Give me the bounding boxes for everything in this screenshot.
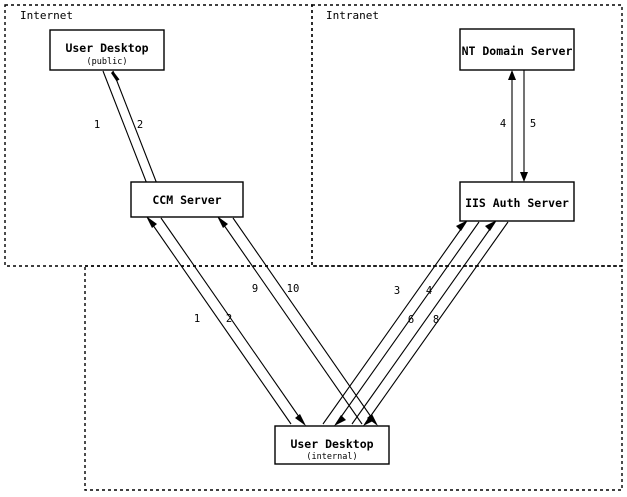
node-user-public-box[interactable] — [49, 29, 165, 71]
arrow-head-step-3 — [456, 220, 468, 231]
node-nt-domain-server-box[interactable] — [459, 28, 575, 71]
zone-label-internet: Internet — [20, 9, 73, 22]
step-label-5: 6 — [408, 314, 414, 326]
node-user-internal[interactable]: User Desktop (internal) — [274, 425, 390, 465]
zone-intranet-border — [311, 4, 623, 267]
flow-line-step-8 — [364, 221, 509, 425]
node-ccm-server[interactable]: CCM Server — [130, 181, 244, 218]
step-label-1-public: 1 — [94, 119, 100, 131]
flow-line-step-10 — [232, 217, 377, 425]
node-nt-domain-server[interactable]: NT Domain Server — [459, 28, 575, 71]
flow-line-step-9 — [218, 217, 363, 425]
step-label-3: 3 — [394, 285, 400, 297]
flow-line-step-4 — [335, 221, 480, 425]
arrow-head-step-6 — [508, 70, 516, 80]
node-user-public[interactable]: User Desktop (public) — [49, 29, 165, 71]
arrow-head-step-7 — [520, 172, 528, 182]
step-label-4: 4 — [426, 285, 432, 297]
node-nt-domain-server-title: NT Domain Server — [462, 44, 573, 58]
node-user-internal-title: User Desktop — [290, 437, 373, 451]
flow-line-step-5 — [351, 221, 496, 425]
step-label-2-public: 2 — [137, 119, 143, 131]
node-user-internal-box[interactable] — [274, 425, 390, 465]
flow-line-step-3 — [322, 221, 467, 425]
node-user-public-subtitle: (public) — [87, 57, 128, 67]
step-label-9: 9 — [252, 283, 258, 295]
node-iis-auth-server-box[interactable] — [459, 181, 575, 222]
node-iis-auth-server[interactable]: IIS Auth Server — [459, 181, 575, 222]
arrow-head-step-4 — [334, 415, 346, 426]
node-user-internal-subtitle: (internal) — [306, 452, 357, 462]
flow-line-step-1-internal — [147, 217, 292, 425]
step-label-8: 8 — [433, 314, 439, 326]
arrow-head-step-8 — [363, 415, 375, 426]
step-label-6: 4 — [500, 118, 506, 130]
zone-inner-border — [84, 265, 623, 491]
node-ccm-server-box[interactable] — [130, 181, 244, 218]
arrow-head-step-2-public — [111, 71, 120, 82]
step-label-2-internal: 2 — [226, 313, 232, 325]
arrow-head-step-5 — [485, 220, 497, 231]
node-ccm-server-title: CCM Server — [152, 193, 221, 207]
arrow-head-step-9 — [217, 216, 228, 228]
arrow-head-step-2-internal — [295, 414, 306, 426]
arrow-head-step-1-internal — [146, 216, 157, 228]
zone-label-intranet: Intranet — [326, 9, 379, 22]
step-label-10: 10 — [287, 283, 300, 295]
flow-line-step-2-internal — [160, 217, 305, 425]
step-label-1-internal: 1 — [194, 313, 200, 325]
node-iis-auth-server-title: IIS Auth Server — [465, 196, 569, 210]
node-user-public-title: User Desktop — [65, 41, 148, 55]
step-label-7: 5 — [530, 118, 536, 130]
